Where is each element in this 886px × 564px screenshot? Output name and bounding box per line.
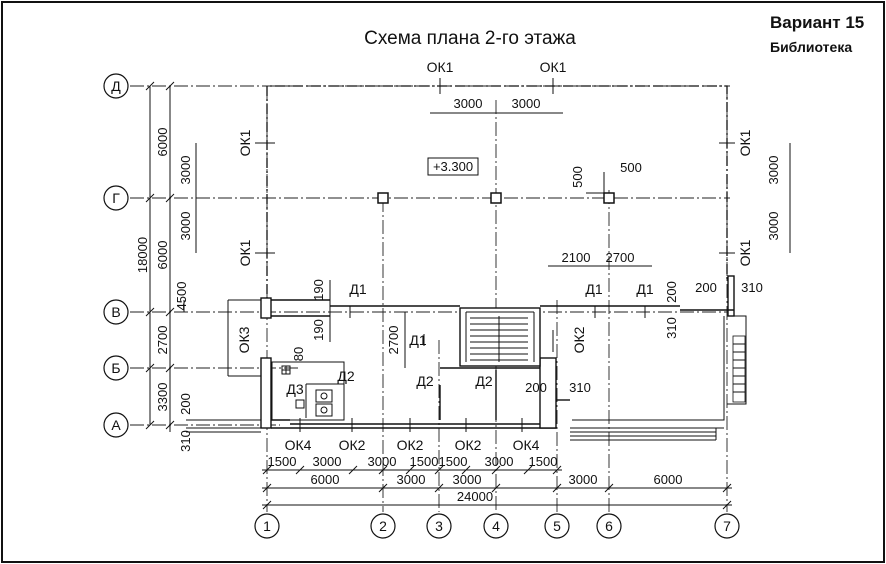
dim-left-6000-mid: 6000 bbox=[155, 241, 170, 270]
label-ok1-top-right: ОК1 bbox=[540, 59, 567, 75]
axis-bubble-b: Б bbox=[111, 360, 120, 376]
dim-top-3000-right: 3000 bbox=[512, 96, 541, 111]
elevation-box bbox=[427, 157, 479, 176]
elevation-mark: +3.300 bbox=[433, 159, 473, 174]
dim-mid-310-v: 310 bbox=[664, 317, 679, 339]
axis-bubbles-numbers: 1 2 3 4 5 6 7 bbox=[254, 513, 740, 539]
dim-col-500-h: 500 bbox=[620, 160, 642, 175]
axis-bubble-d: Д bbox=[111, 78, 121, 94]
building-name: Библиотека bbox=[770, 39, 852, 55]
column-g2 bbox=[377, 192, 389, 204]
dim-left-310: 310 bbox=[178, 430, 193, 452]
column-g6 bbox=[603, 192, 615, 204]
axis-bubble-4: 4 bbox=[492, 518, 500, 534]
label-ok4-right: ОК4 bbox=[513, 437, 540, 453]
dim-row1-5: 1500 bbox=[439, 454, 468, 469]
dimension-lines bbox=[145, 81, 791, 510]
dim-row2-2: 3000 bbox=[397, 472, 426, 487]
dim-row2-1: 6000 bbox=[311, 472, 340, 487]
axis-bubble-3: 3 bbox=[435, 518, 443, 534]
dim-row1-7: 1500 bbox=[529, 454, 558, 469]
dim-row2-4: 3000 bbox=[569, 472, 598, 487]
dim-col-500-v: 500 bbox=[570, 166, 585, 188]
label-d1-stair: Д1 bbox=[409, 332, 426, 348]
dim-row1-2: 3000 bbox=[313, 454, 342, 469]
label-ok1-top-left: ОК1 bbox=[427, 59, 454, 75]
axis-bubbles-letters: Д Г В Б А bbox=[103, 73, 129, 438]
columns bbox=[377, 192, 615, 204]
dim-row1-3: 3000 bbox=[368, 454, 397, 469]
label-ok1-right-upper: ОК1 bbox=[737, 129, 753, 156]
axis-lines bbox=[130, 85, 730, 512]
staircase bbox=[459, 307, 541, 367]
label-d1-mid: Д1 bbox=[585, 281, 602, 297]
label-ok1-right-lower: ОК1 bbox=[737, 239, 753, 266]
dim-row1-6: 3000 bbox=[485, 454, 514, 469]
dim-row1-4: 1500 bbox=[410, 454, 439, 469]
label-d2-toilet: Д2 bbox=[337, 368, 354, 384]
dim-stair-310: 310 bbox=[569, 380, 591, 395]
upper-floor-outline bbox=[266, 85, 728, 312]
axis-bubble-2: 2 bbox=[379, 518, 387, 534]
dimension-texts: 18000 6000 6000 2700 3300 4500 3000 3000… bbox=[135, 96, 781, 504]
label-ok2-b: ОК2 bbox=[397, 437, 424, 453]
dim-stair-200: 200 bbox=[525, 380, 547, 395]
dim-top-3000-left: 3000 bbox=[454, 96, 483, 111]
label-ok2-c: ОК2 bbox=[455, 437, 482, 453]
walls bbox=[186, 275, 747, 441]
element-labels: ОК1 ОК1 ОК1 ОК1 ОК1 ОК1 ОК3 ОК2 ОК4 ОК2 … bbox=[236, 59, 753, 453]
label-ok2-right: ОК2 bbox=[571, 326, 587, 353]
axis-bubble-a: А bbox=[111, 417, 121, 433]
label-ok1-left-upper: ОК1 bbox=[237, 129, 253, 156]
axis-bubble-6: 6 bbox=[605, 518, 613, 534]
label-d1-right: Д1 bbox=[636, 281, 653, 297]
dim-left-3000-bottom: 3000 bbox=[178, 212, 193, 241]
dim-row1-1: 1500 bbox=[268, 454, 297, 469]
dim-right-200: 200 bbox=[695, 280, 717, 295]
dim-left-200: 200 bbox=[178, 393, 193, 415]
dim-mid-200-v: 200 bbox=[664, 281, 679, 303]
dim-mid-2700: 2700 bbox=[606, 250, 635, 265]
dim-left-2700: 2700 bbox=[155, 326, 170, 355]
label-ok4-left: ОК4 bbox=[285, 437, 312, 453]
opening-marks bbox=[255, 78, 735, 432]
partitions bbox=[271, 361, 540, 421]
dim-stair-2700: 2700 bbox=[386, 326, 401, 355]
dim-left-total: 18000 bbox=[135, 237, 150, 273]
label-d3: Д3 bbox=[286, 381, 303, 397]
column-g4 bbox=[490, 192, 502, 204]
axis-bubble-v: В bbox=[111, 304, 120, 320]
dim-right-3000-bottom: 3000 bbox=[766, 212, 781, 241]
dim-mid-2100: 2100 bbox=[562, 250, 591, 265]
label-d2-center: Д2 bbox=[475, 373, 492, 389]
dim-left-3300: 3300 bbox=[155, 383, 170, 412]
axis-bubble-5: 5 bbox=[553, 518, 561, 534]
dim-left-4500: 4500 bbox=[174, 282, 189, 311]
dim-190-top: 190 bbox=[311, 279, 326, 301]
axis-bubble-1: 1 bbox=[263, 518, 271, 534]
axis-bubble-7: 7 bbox=[723, 518, 731, 534]
dim-row2-3: 3000 bbox=[453, 472, 482, 487]
dim-total: 24000 bbox=[457, 489, 493, 504]
label-ok2-a: ОК2 bbox=[339, 437, 366, 453]
label-ok3: ОК3 bbox=[236, 326, 252, 353]
label-d1-left: Д1 bbox=[349, 281, 366, 297]
label-ok1-left-lower: ОК1 bbox=[237, 239, 253, 266]
dim-80: 80 bbox=[291, 347, 306, 361]
variant-label: Вариант 15 bbox=[770, 13, 864, 32]
dim-right-310: 310 bbox=[741, 280, 763, 295]
dim-row2-5: 6000 bbox=[654, 472, 683, 487]
dim-left-6000-top: 6000 bbox=[155, 128, 170, 157]
dim-left-3000-top: 3000 bbox=[178, 156, 193, 185]
page-title: Схема плана 2-го этажа bbox=[364, 28, 576, 49]
dim-right-3000-top: 3000 bbox=[766, 156, 781, 185]
dim-190-bottom: 190 bbox=[311, 319, 326, 341]
label-d2-left: Д2 bbox=[416, 373, 433, 389]
axis-bubble-g: Г bbox=[112, 190, 120, 206]
